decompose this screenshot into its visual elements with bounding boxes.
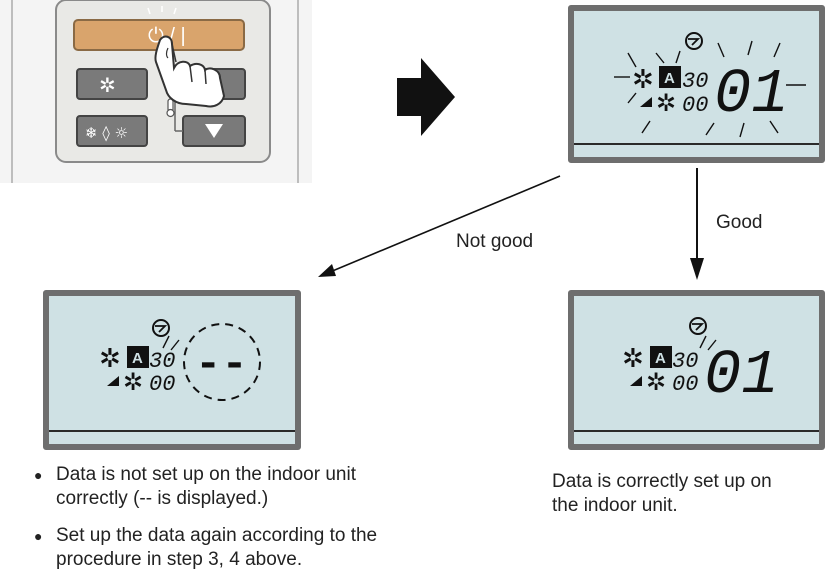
press-rays	[147, 6, 177, 15]
fan-icon: ✲	[622, 344, 644, 374]
unit-code: 01	[714, 59, 788, 130]
remote-control: ⏻ / | ✲ ❄ ◊ ☼	[0, 0, 312, 183]
fan-icon: ✲	[99, 73, 116, 97]
timer-icon	[152, 319, 170, 337]
next-step-arrow-icon	[397, 58, 455, 136]
unit-code: 01	[704, 340, 778, 411]
fan-icon: ✲	[632, 65, 654, 95]
bullet-icon: ●	[34, 467, 43, 483]
blink-rays	[162, 335, 180, 351]
down-triangle-icon	[205, 124, 223, 138]
mode-icons: ❄ ◊ ☼	[85, 124, 128, 142]
top-value: 30	[149, 349, 175, 374]
bad-bullet-2: ● Set up the data again according to the…	[34, 524, 474, 574]
auto-badge-letter: A	[655, 350, 666, 367]
fan-speed-icon: ✲	[123, 368, 143, 396]
not-good-label: Not good	[456, 231, 534, 252]
lcd-blinking: ✲ A 30 ✲ 00 01	[568, 5, 825, 163]
bottom-value: 00	[149, 372, 175, 397]
fan-speed-icon: ✲	[656, 89, 676, 117]
top-value: 30	[682, 69, 708, 94]
blink-rays	[699, 335, 717, 351]
lcd-good: ✲ A 30 ✲ 00 01	[568, 290, 825, 450]
good-label: Good	[716, 212, 763, 233]
indicator-triangle	[630, 376, 642, 386]
bullet-text: Data is not set up on the indoor unit co…	[56, 464, 356, 509]
indicator-triangle	[107, 376, 119, 386]
bullet-text: Set up the data again according to the p…	[56, 525, 378, 570]
auto-badge	[127, 346, 149, 368]
bad-bullet-1: ● Data is not set up on the indoor unit …	[34, 463, 474, 513]
blink-rays	[614, 40, 806, 138]
dashed-highlight-circle	[183, 323, 261, 401]
pointing-hand-icon	[154, 35, 226, 108]
indicator-triangle	[640, 97, 652, 107]
bottom-value: 00	[672, 372, 698, 397]
fan-button[interactable]: ✲	[76, 68, 148, 100]
auto-badge-letter: A	[132, 350, 143, 367]
fan-icon: ✲	[99, 344, 121, 374]
auto-badge	[659, 66, 681, 88]
timer-icon	[685, 32, 703, 50]
top-value: 30	[672, 349, 698, 374]
auto-badge	[650, 346, 672, 368]
timer-icon	[689, 317, 707, 335]
lcd-not-good: ✲ A 30 ✲ 00 --	[43, 290, 301, 450]
good-caption: Data is correctly set up on the indoor u…	[552, 471, 772, 516]
mode-button[interactable]: ❄ ◊ ☼	[76, 115, 148, 147]
fan-speed-icon: ✲	[646, 368, 666, 396]
bullet-icon: ●	[34, 528, 43, 544]
error-code: --	[195, 340, 248, 390]
auto-badge-letter: A	[664, 70, 675, 87]
power-button[interactable]: ⏻ / |	[73, 19, 245, 51]
bottom-value: 00	[682, 93, 708, 118]
